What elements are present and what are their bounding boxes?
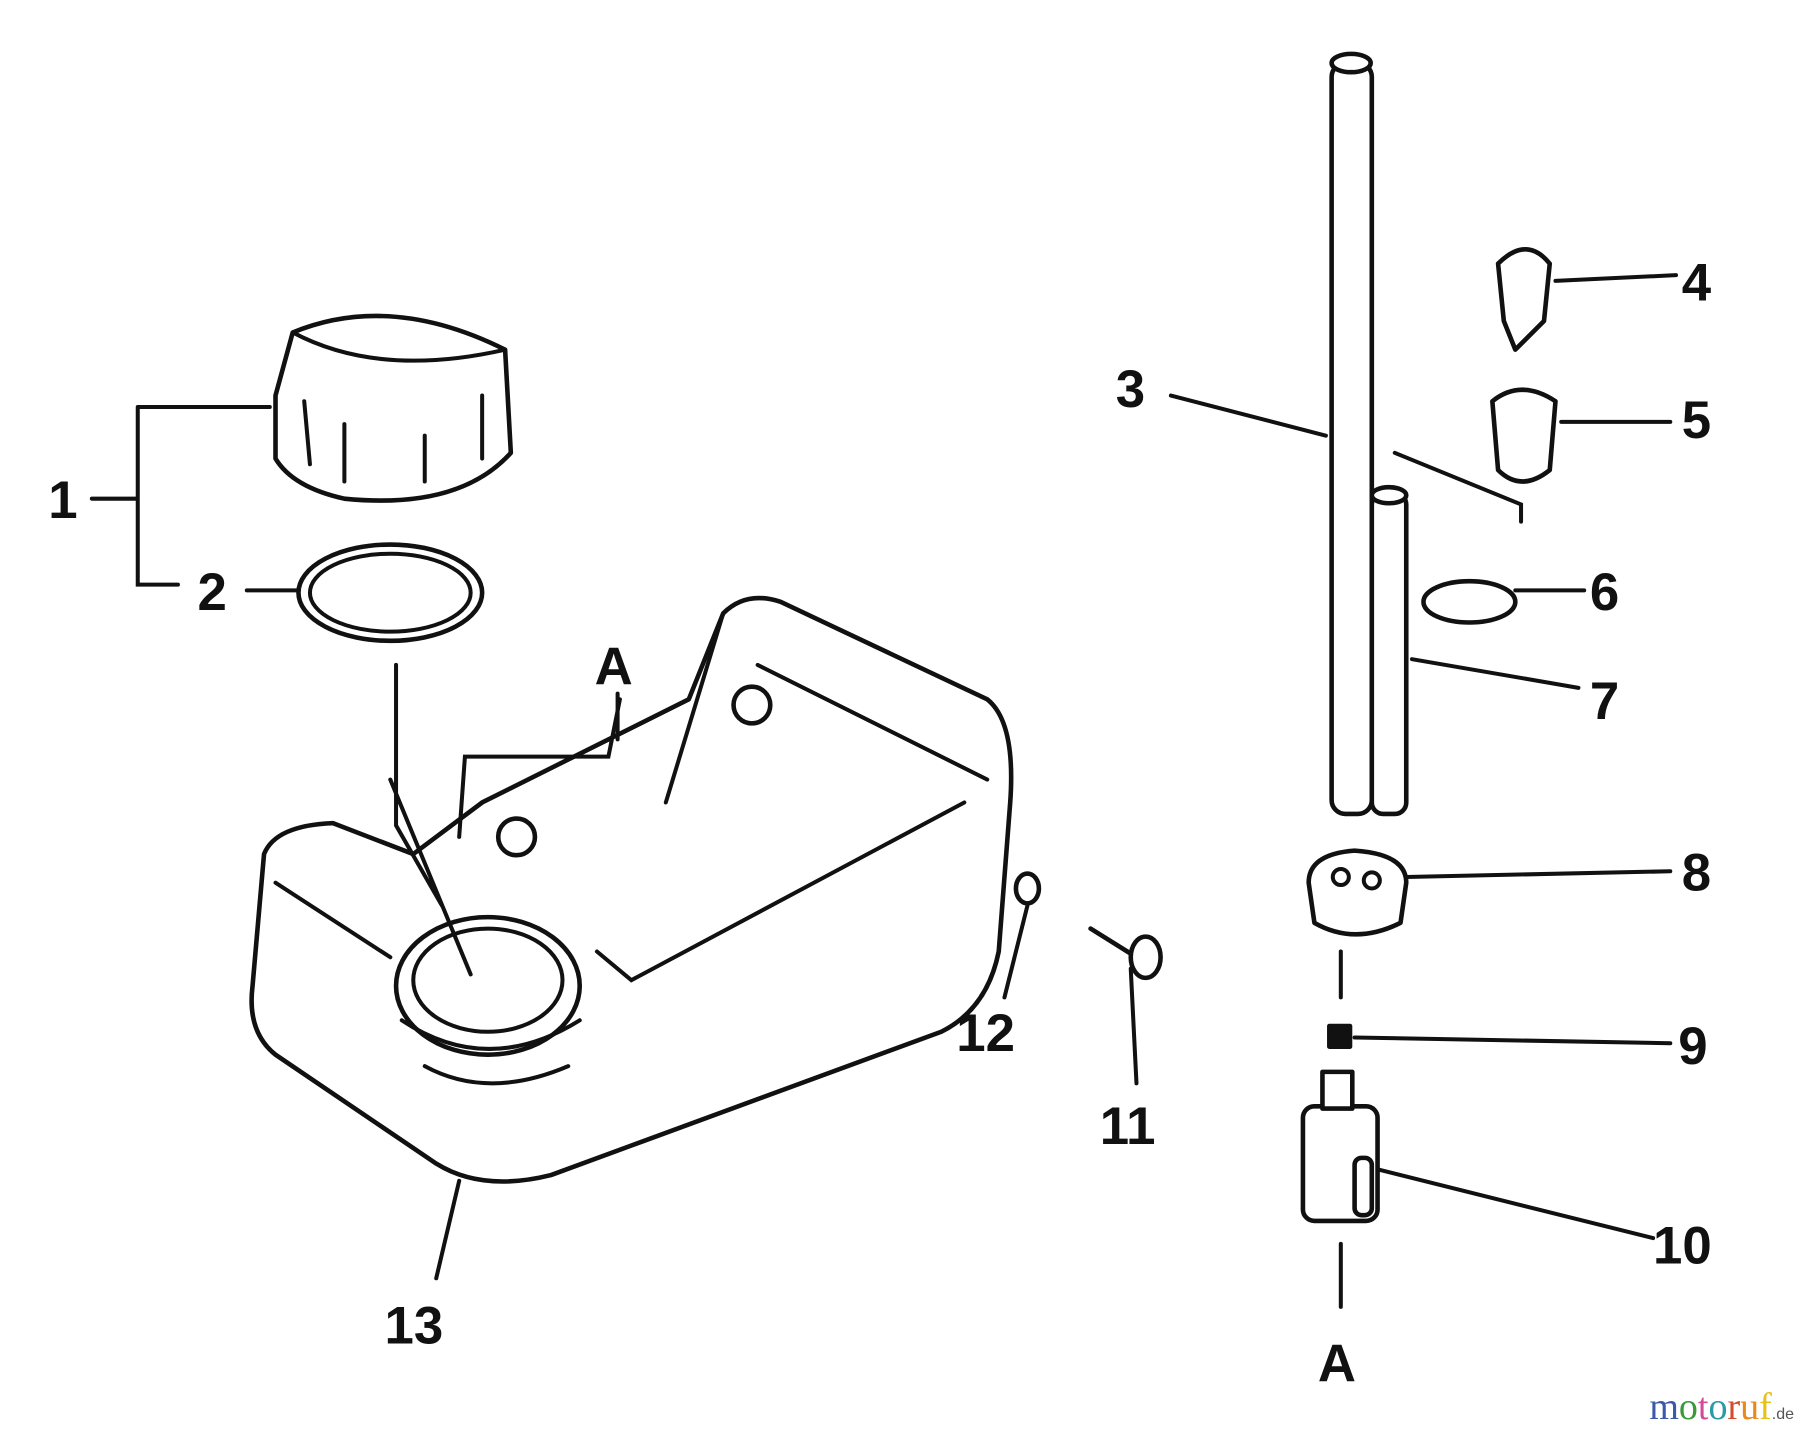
fuel-hose [1329,51,1375,817]
label-7: 7 [1590,672,1619,731]
washer [1013,871,1042,906]
label-1: 1 [48,471,77,530]
label-a-top: A [595,637,633,696]
label-2: 2 [197,563,226,622]
label-9: 9 [1678,1017,1707,1076]
fuel-tank [249,595,1014,1184]
grommet [1490,387,1558,484]
label-5: 5 [1682,391,1711,450]
label-11: 11 [1100,1097,1156,1156]
watermark-logo: motoruf.de [1649,1386,1794,1428]
valve [1300,1069,1380,1224]
tank-grommet [1306,848,1409,937]
label-3: 3 [1116,360,1145,419]
label-13: 13 [385,1297,444,1356]
label-6: 6 [1590,563,1619,622]
cap-gasket [296,542,485,644]
label-a-bottom: A [1318,1334,1356,1393]
hose-clip [1421,578,1518,625]
fuel-cap [273,313,514,503]
return-hose [1369,484,1409,817]
screw [1088,926,1163,981]
label-10: 10 [1653,1216,1712,1275]
label-12: 12 [956,1004,1015,1063]
filter-element [1327,1023,1353,1049]
leader-lines [89,273,1679,1309]
label-8: 8 [1682,844,1711,903]
label-4: 4 [1682,253,1712,312]
fuel-filter [1495,247,1553,352]
